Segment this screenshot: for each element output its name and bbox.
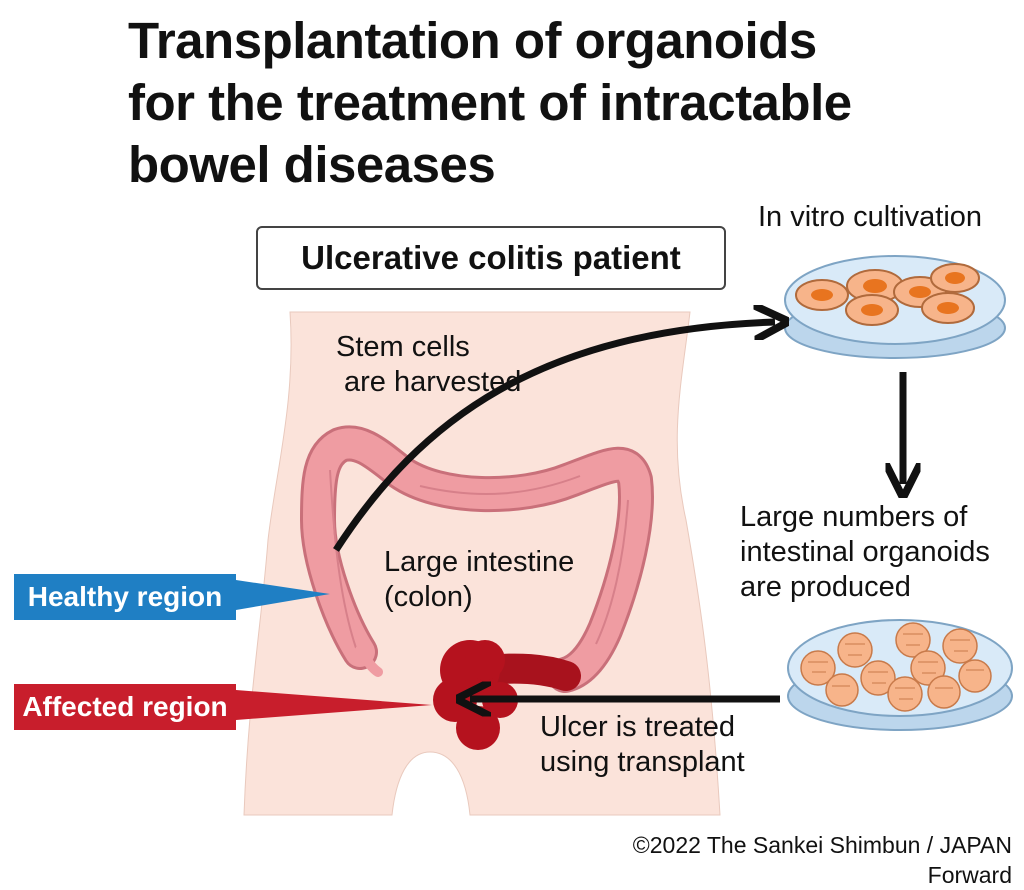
affected-region-label: Affected region [14,684,236,730]
patient-label: Ulcerative colitis patient [256,226,726,290]
petri-dish-cultivation [784,255,1006,359]
large-intestine-line-1: Large intestine [384,546,575,578]
title-line-1: Transplantation of organoids [128,12,817,69]
in-vitro-label: In vitro cultivation [758,201,983,233]
healthy-region-label: Healthy region [14,574,236,620]
organoids-line-2: intestinal organoids [740,536,990,568]
organoids-line-1: Large numbers of [740,501,968,533]
title-line-2: for the treatment of intractable [128,74,852,131]
diagram-illustration [236,255,1013,816]
ulcer-line-1: Ulcer is treated [540,711,736,743]
ulcer-label: Ulcer is treated using transplant [540,710,745,780]
stem-cells-line-1: Stem cells [336,331,470,363]
healthy-pointer [236,580,330,610]
large-intestine-line-2: (colon) [384,581,473,613]
stem-cells-line-2: are harvested [344,366,522,398]
copyright-credit: ©2022 The Sankei Shimbun / JAPAN Forward [632,832,1012,888]
large-intestine-label: Large intestine (colon) [384,545,574,615]
colon [300,425,654,693]
petri-dish-organoids [787,619,1013,731]
ulcer-line-2: using transplant [540,746,745,778]
diagram-title: Transplantation of organoids for the tre… [128,10,1008,196]
title-line-3: bowel diseases [128,136,496,193]
arrow-harvest [333,322,775,552]
organoids-line-3: are produced [740,571,911,603]
stem-cells-label: Stem cells are harvested [336,330,521,400]
organoids-label: Large numbers of intestinal organoids ar… [740,500,990,605]
affected-pointer [236,690,432,720]
